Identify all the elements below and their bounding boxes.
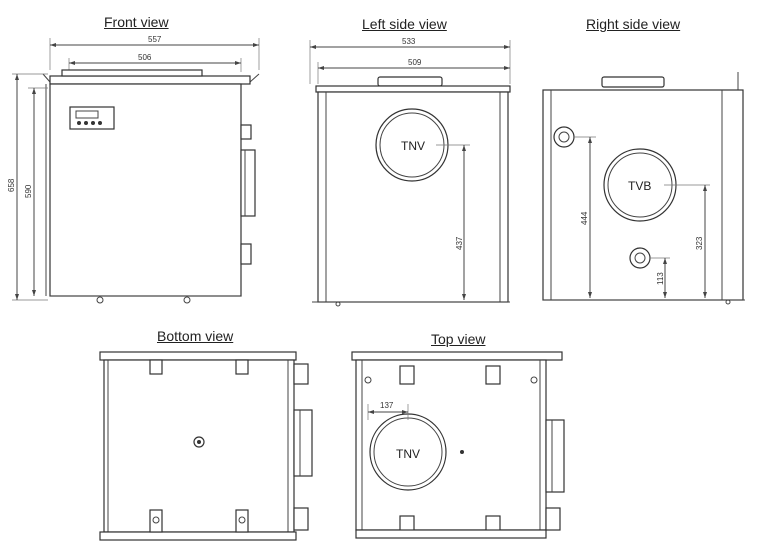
left-side-view-title: Left side view (362, 16, 447, 32)
right-port-label: TVB (628, 179, 651, 193)
front-dim-body-height: 590 (24, 184, 33, 198)
right-dim-main-port-height: 323 (695, 236, 704, 250)
top-view-drawing: TNV 137 (351, 351, 565, 539)
front-dim-total-height: 658 (7, 178, 16, 192)
front-dim-outer-width: 557 (148, 35, 162, 44)
bottom-view-drawing (99, 351, 313, 541)
right-side-view-drawing: 444 TVB 323 113 (542, 72, 745, 305)
front-dim-inner-width: 506 (138, 53, 152, 62)
top-port-label: TNV (396, 447, 420, 461)
right-side-view-title: Right side view (586, 16, 681, 32)
left-dim-inner-width: 509 (408, 58, 422, 67)
left-side-view-drawing: 533 509 TNV 437 (309, 37, 511, 307)
right-dim-small-port-height: 113 (656, 272, 665, 285)
front-view-drawing: 557 506 658 (7, 35, 260, 304)
top-view-title: Top view (431, 331, 486, 347)
left-dim-outer-width: 533 (402, 37, 416, 46)
top-dim-port-offset: 137 (380, 401, 394, 410)
bottom-view-title: Bottom view (157, 328, 234, 344)
right-dim-upper-port-height: 444 (580, 211, 589, 225)
front-view-title: Front view (104, 14, 169, 30)
left-dim-port-height: 437 (455, 236, 464, 250)
left-port-label: TNV (401, 139, 425, 153)
